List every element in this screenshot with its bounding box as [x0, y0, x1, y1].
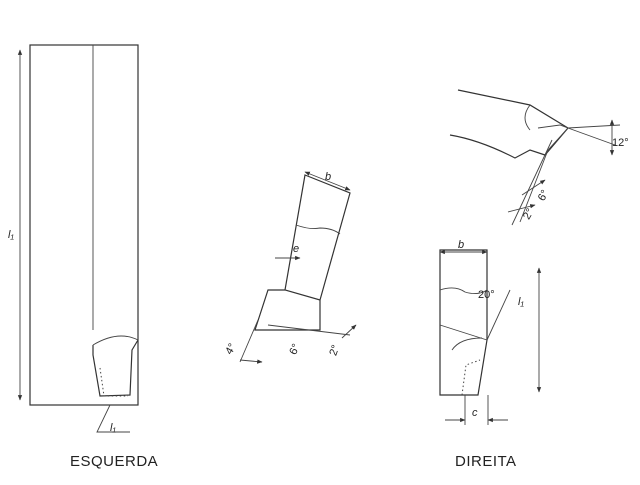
left-leader-line: [96, 404, 130, 433]
middle-break-line: [295, 224, 341, 235]
middle-angle-arrow-3: [341, 324, 357, 339]
middle-cutting-edge: [267, 324, 351, 336]
left-bottom-label: l₁: [110, 422, 116, 434]
right-top-shank: [449, 89, 569, 159]
right-top-break: [524, 104, 531, 131]
right-tool-shank: [439, 249, 488, 396]
right-insert-top: [439, 324, 488, 341]
right-rake-line: [486, 289, 511, 341]
right-front-view: b 20° l₁ c DIREITA: [439, 239, 542, 470]
middle-angle-label-1: 4°: [223, 342, 239, 357]
right-width-label: b: [458, 239, 464, 251]
right-top-angle-label-3: 2°: [521, 207, 537, 222]
middle-tool-shank: [284, 174, 351, 301]
middle-tool: b e 4° 6° 2°: [223, 171, 357, 364]
right-top-insert: [537, 124, 569, 151]
right-tip-dots: [461, 359, 481, 396]
right-top-clearance-2: [519, 149, 549, 223]
middle-width-dimension: [304, 171, 351, 191]
right-caption: DIREITA: [455, 453, 517, 470]
right-insert-curve: [451, 337, 483, 351]
right-angle-label-4: 20°: [478, 289, 495, 301]
right-top-clearance-1: [511, 139, 553, 226]
middle-angle-label-3: 2°: [327, 343, 342, 357]
right-side-label: c: [472, 407, 478, 419]
left-tool-insert: [92, 339, 139, 397]
left-tool-tip-dots: [99, 367, 128, 397]
right-top-angle-label-2: 6°: [536, 188, 552, 203]
middle-clearance-line: [239, 319, 259, 363]
left-tool: l₁ l₁ ESQUERDA: [8, 44, 158, 470]
middle-angle-label-2: 6°: [287, 342, 302, 357]
right-top-angle-arrow-3: [507, 204, 536, 213]
left-caption: ESQUERDA: [70, 453, 158, 470]
left-length-label: l₁: [8, 229, 14, 241]
right-break-line: [439, 287, 488, 295]
middle-tool-head: [254, 289, 321, 331]
middle-offset-label: e: [293, 243, 299, 255]
left-tool-shank: [29, 44, 139, 406]
right-length-label: l₁: [518, 296, 524, 308]
right-top-view: 12° 6° 2°: [449, 89, 629, 226]
left-tool-insert-curve: [92, 335, 139, 346]
right-top-angle-label-1: 12°: [612, 137, 629, 149]
right-top-angle-line: [567, 127, 616, 146]
middle-width-label: b: [325, 171, 331, 183]
middle-angle-arrow-1: [239, 359, 263, 364]
right-top-angle-arrow-2: [521, 179, 546, 196]
